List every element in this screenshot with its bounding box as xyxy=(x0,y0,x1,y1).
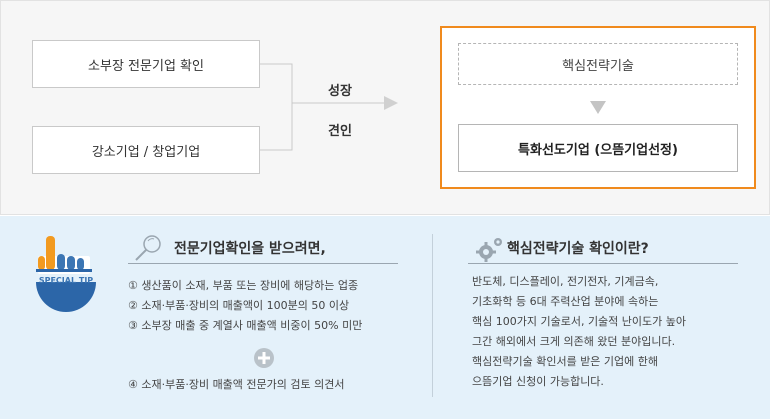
section-expert-title: 전문기업확인을 받으려면, xyxy=(174,241,326,257)
text-line: 그간 해외에서 크게 의존해 왔던 분야입니다. xyxy=(472,335,676,348)
special-tip-label: SPECIAL TIP xyxy=(38,276,94,285)
text-line: 핵심 100가지 기술로서, 기술적 난이도가 높아 xyxy=(472,315,687,328)
list-item: ③ 소부장 매출 중 계열사 매출액 비중이 50% 미만 xyxy=(128,319,363,332)
section-divider xyxy=(432,234,433,397)
list-item: ① 생산품이 소재, 부품 또는 장비에 해당하는 업종 xyxy=(128,279,359,292)
text-line: 핵심전략기술 확인서를 받은 기업에 한해 xyxy=(472,355,659,368)
connector-top xyxy=(260,63,293,103)
list-item: ④ 소재·부품·장비 매출액 전문가의 검토 의견서 xyxy=(128,378,345,391)
text-line: 기초화학 등 6대 주력산업 분야에 속하는 xyxy=(472,295,659,308)
connector-bottom xyxy=(260,103,293,151)
highlight-frame: 핵심전략기술 특화선도기업 (으뜸기업선정) xyxy=(440,26,756,189)
box-core-strategic-tech: 핵심전략기술 xyxy=(458,43,738,85)
tip-panel xyxy=(0,216,770,419)
section-expert-underline xyxy=(128,263,398,264)
special-tip-hand-icon xyxy=(36,236,96,312)
plus-icon xyxy=(254,348,274,368)
section-tech-underline xyxy=(468,263,738,264)
label-growth: 성장 xyxy=(328,84,352,99)
expert-criteria-list: ① 생산품이 소재, 부품 또는 장비에 해당하는 업종 ② 소재·부품·장비의… xyxy=(128,276,362,336)
connector-lines xyxy=(260,63,398,151)
gear-icon xyxy=(476,238,502,262)
arrow-down-icon xyxy=(590,101,606,114)
text-line: 반도체, 디스플레이, 전기전자, 기계금속, xyxy=(472,275,659,288)
box-specialized-leader: 특화선도기업 (으뜸기업선정) xyxy=(458,124,738,172)
label-lead: 견인 xyxy=(328,124,352,139)
box-small-startup: 강소기업 / 창업기업 xyxy=(32,126,260,174)
list-item: ② 소재·부품·장비의 매출액이 100분의 50 이상 xyxy=(128,299,350,312)
box-parts-expert-confirm: 소부장 전문기업 확인 xyxy=(32,40,260,88)
magnifier-icon xyxy=(135,235,161,261)
text-line: 으뜸기업 신청이 가능합니다. xyxy=(472,375,604,388)
section-tech-title: 핵심전략기술 확인이란? xyxy=(507,241,649,257)
arrow-right-icon xyxy=(384,96,398,110)
tech-description: 반도체, 디스플레이, 전기전자, 기계금속, 기초화학 등 6대 주력산업 분… xyxy=(472,272,686,392)
